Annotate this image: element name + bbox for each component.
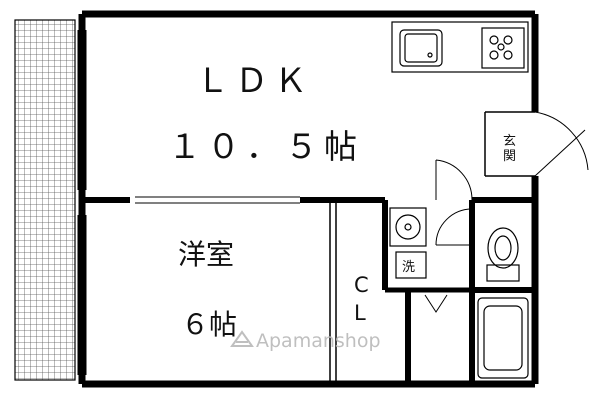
ldk-door	[435, 159, 473, 201]
outer-walls	[78, 10, 539, 388]
wash-door	[435, 208, 473, 246]
closet-label-l: L	[354, 301, 366, 325]
western-room-size: ６帖	[181, 308, 237, 341]
laundry-area	[395, 251, 427, 279]
balcony	[14, 19, 76, 381]
entrance-label-bottom: 関	[503, 149, 516, 164]
toilet	[486, 227, 520, 282]
ldk-window	[77, 30, 87, 375]
western-room-label: 洋室	[178, 238, 234, 271]
house-logo-icon	[230, 330, 254, 347]
entrance-label-top: 玄	[503, 134, 516, 149]
bathtub	[477, 297, 529, 379]
closet-label-c: C	[354, 273, 369, 297]
watermark: Apamanshop	[230, 330, 381, 352]
washbasin	[389, 207, 427, 247]
watermark-text: Apamanshop	[256, 330, 381, 352]
kitchen-counter	[391, 21, 529, 73]
interior-walls	[82, 111, 535, 384]
door-marker	[424, 294, 448, 313]
laundry-label: 洗	[402, 260, 415, 275]
entrance-door	[534, 111, 589, 177]
ldk-size: １０．５帖	[168, 127, 363, 166]
ldk-label: ＬＤＫ	[196, 61, 313, 100]
